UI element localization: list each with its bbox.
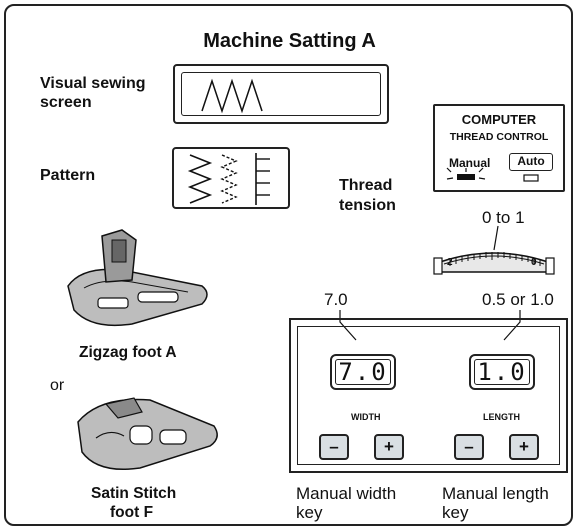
or-label: or <box>50 377 65 394</box>
thread-control-manual-label: Manual <box>449 156 491 170</box>
zigzag-foot-label: Zigzag foot A <box>79 344 177 361</box>
thread-control-panel: COMPUTER THREAD CONTROL Manual Auto <box>433 104 565 192</box>
stitch-control-panel-inner <box>297 326 560 465</box>
thread-tension-label-2: tension <box>339 197 396 214</box>
thread-control-auto-button[interactable]: Auto <box>509 153 553 171</box>
thread-tension-label-1: Thread <box>339 177 393 194</box>
thread-control-heading-2: THREAD CONTROL <box>449 131 549 143</box>
width-display: 7.0 <box>330 354 396 390</box>
length-minus-button[interactable]: – <box>454 434 484 460</box>
stitch-control-panel: 7.0 1.0 WIDTH LENGTH – + – + <box>289 318 568 473</box>
dial-left-number: 2 <box>447 257 453 268</box>
width-value-callout: 7.0 <box>324 290 348 309</box>
visual-sewing-screen-inner <box>181 72 381 116</box>
tension-range-label: 0 to 1 <box>482 208 525 227</box>
diagram-frame <box>4 4 573 526</box>
length-label: LENGTH <box>483 412 520 422</box>
zigzag-foot-icon <box>67 229 208 327</box>
width-display-value: 7.0 <box>338 358 388 386</box>
width-label: WIDTH <box>351 412 381 422</box>
satin-stitch-foot-icon <box>77 397 218 471</box>
thread-control-heading-1: COMPUTER <box>461 112 537 127</box>
dial-right-number: 0 <box>531 257 537 268</box>
diagram-title: Machine Satting A <box>203 30 376 52</box>
width-minus-button[interactable]: – <box>319 434 349 460</box>
pattern-box <box>172 147 290 209</box>
manual-width-caption-1: Manual width <box>296 484 397 503</box>
visual-screen-label-1: Visual sewing <box>40 75 146 92</box>
stitch-pattern-icon <box>187 153 270 205</box>
pattern-label: Pattern <box>40 167 96 184</box>
length-display-value: 1.0 <box>477 358 527 386</box>
width-plus-button[interactable]: + <box>374 434 404 460</box>
tension-dial-icon <box>433 225 555 275</box>
length-display: 1.0 <box>469 354 535 390</box>
width-display-frame <box>335 359 391 385</box>
zigzag-preview-icon <box>201 78 263 114</box>
visual-screen-label-2: screen <box>40 94 92 111</box>
length-display-frame <box>474 359 530 385</box>
length-value-callout: 0.5 or 1.0 <box>482 290 554 309</box>
manual-length-caption-1: Manual length <box>442 484 549 503</box>
visual-sewing-screen <box>173 64 389 124</box>
satin-foot-label-2: foot F <box>110 504 154 521</box>
manual-length-caption-2: key <box>442 503 469 522</box>
manual-width-caption-2: key <box>296 503 323 522</box>
satin-foot-label-1: Satin Stitch <box>91 485 177 502</box>
length-plus-button[interactable]: + <box>509 434 539 460</box>
